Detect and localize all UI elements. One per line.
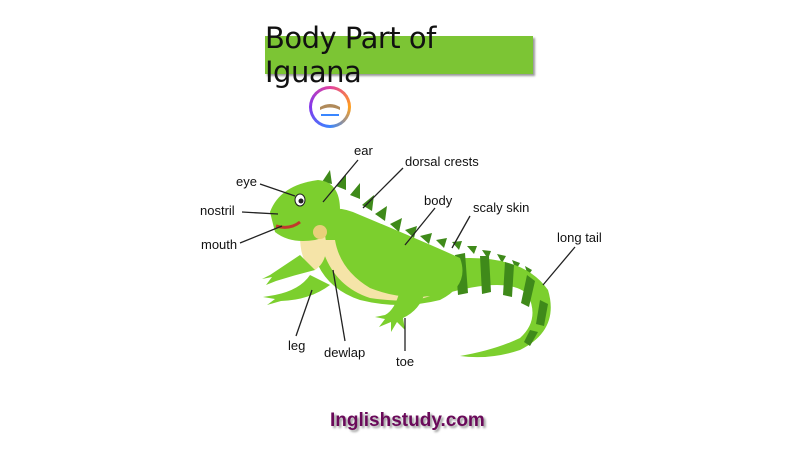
dorsal-crests xyxy=(322,170,532,276)
head xyxy=(270,180,340,241)
label-scaly-skin: scaly skin xyxy=(473,200,530,215)
front-leg xyxy=(262,255,330,305)
footer-site-name: Inglishstudy.com xyxy=(330,410,485,431)
leader-lines xyxy=(239,159,576,351)
label-long-tail: long tail xyxy=(557,230,602,245)
tail-stripes xyxy=(455,253,548,346)
ear-spot xyxy=(313,225,327,239)
label-toe: toe xyxy=(396,354,415,369)
tail xyxy=(440,258,551,358)
label-leg: leg xyxy=(288,338,306,353)
label-eye: eye xyxy=(236,174,257,189)
label-dewlap: dewlap xyxy=(324,345,366,360)
label-ear: ear xyxy=(354,143,373,158)
label-body: body xyxy=(424,193,453,208)
dewlap xyxy=(300,235,327,270)
label-nostril: nostril xyxy=(200,203,235,218)
mouth-shape xyxy=(275,220,301,229)
belly xyxy=(320,240,430,301)
site-logo xyxy=(309,86,351,128)
label-dorsal-crests: dorsal crests xyxy=(405,154,479,169)
label-mouth: mouth xyxy=(201,237,238,252)
back-leg xyxy=(375,290,425,332)
